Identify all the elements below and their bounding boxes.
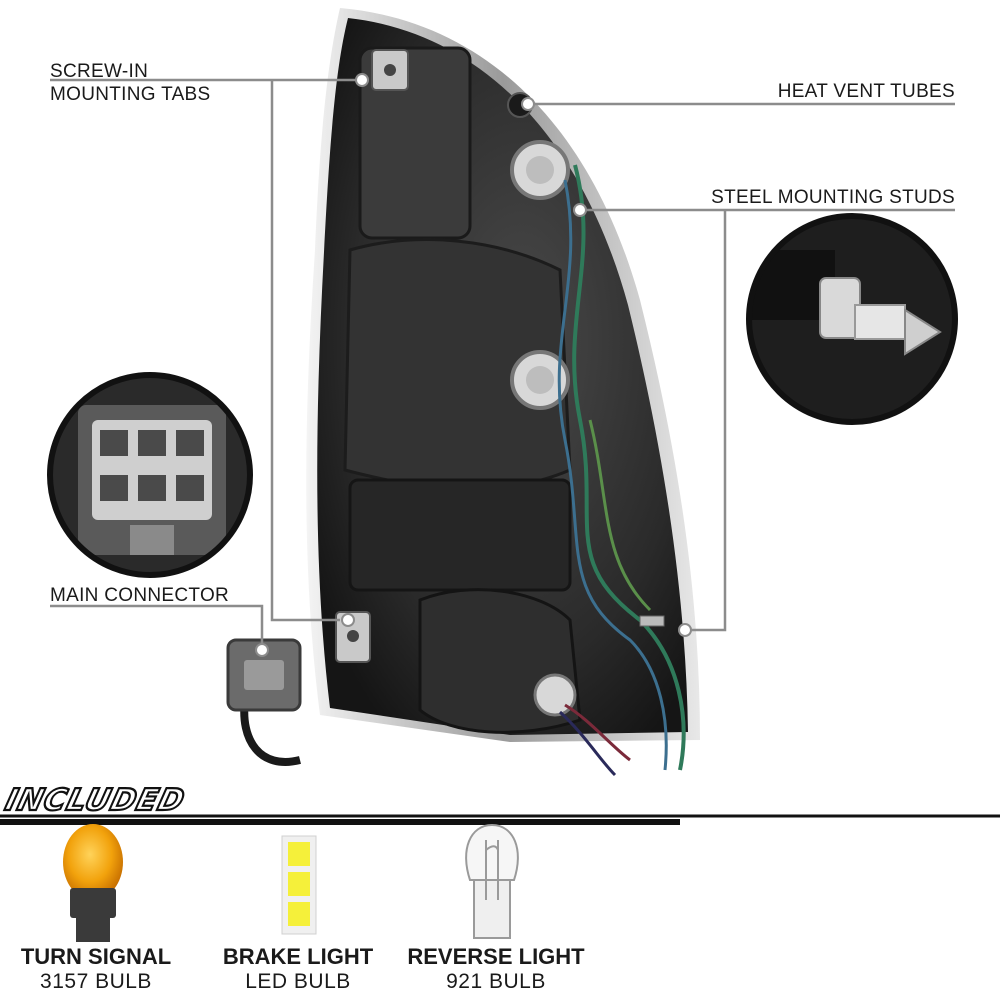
bulb-type-reverse-light: 921 BULB [446,970,546,993]
led-bulb-icon [281,835,317,935]
callout-screw-line1: SCREW-IN [50,61,149,82]
callout-screw-line2: MOUNTING TABS [50,84,211,105]
callout-steel-mounting-studs: STEEL MOUNTING STUDS [711,187,955,208]
bulb-name-reverse-light: REVERSE LIGHT [407,944,585,969]
included-divider [0,814,1000,825]
callout-lines [50,78,955,650]
callout-main-connector: MAIN CONNECTOR [50,585,230,606]
callout-screw-in-mounting-tabs: SCREW-IN MOUNTING TABS [50,60,210,106]
included-title: INCLUDED [1,782,190,819]
bulb-type-brake-light: LED BULB [245,970,351,993]
bulb-type-turn-signal: 3157 BULB [40,970,152,993]
clear-bulb-icon [465,823,519,939]
connector-zoom-circle [47,372,253,578]
callout-dots [255,73,692,657]
stud-zoom-circle [746,213,958,425]
amber-bulb-icon [63,824,123,942]
tail-light-housing [226,8,700,777]
bulb-name-turn-signal: TURN SIGNAL [20,944,172,969]
callout-heat-vent-tubes: HEAT VENT TUBES [777,81,955,102]
bulb-name-brake-light: BRAKE LIGHT [222,944,374,969]
